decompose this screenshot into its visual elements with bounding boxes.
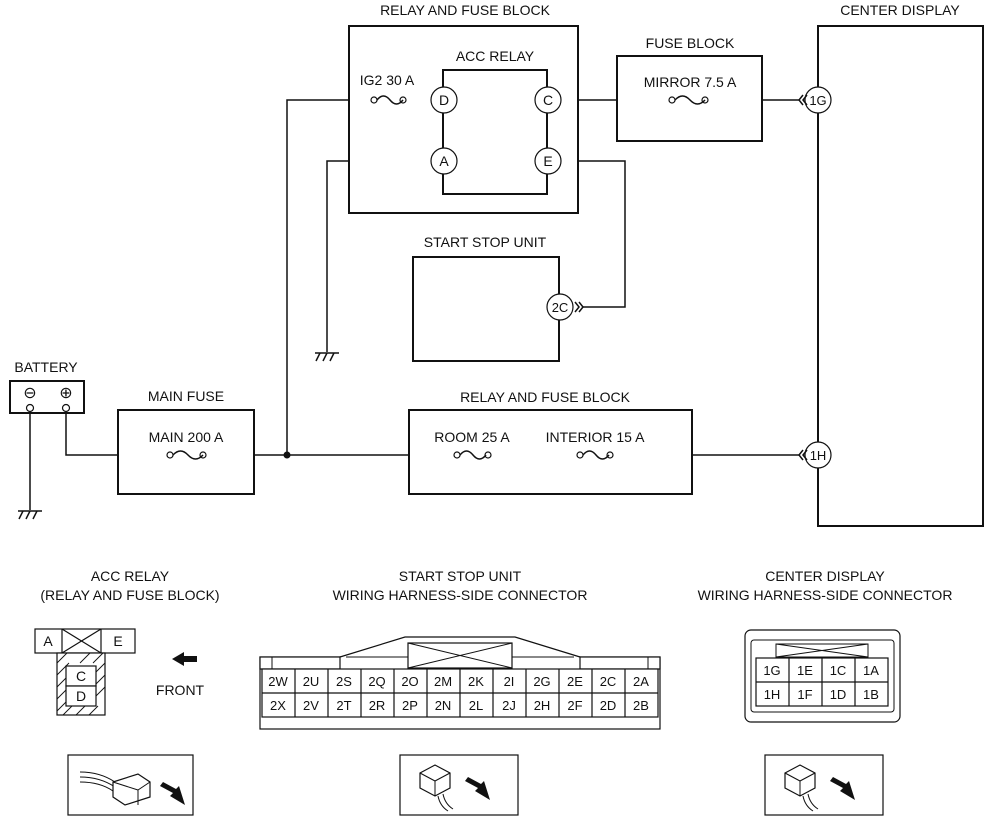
cd-pin: 1E: [797, 663, 813, 678]
ss-pin: 2T: [336, 698, 351, 713]
ss-pin: 2Q: [368, 674, 385, 689]
ground-symbol-relay: [315, 352, 339, 362]
ss-pin: 2R: [369, 698, 386, 713]
ss-pin: 2M: [434, 674, 452, 689]
battery-box: [9, 380, 85, 414]
fuse-room: [453, 450, 492, 460]
battery-title: BATTERY: [14, 359, 78, 375]
start-stop-view-illustration: [399, 754, 519, 816]
battery-positive-symbol: ⊕: [59, 385, 72, 402]
pin-1g-label: 1G: [809, 93, 826, 108]
relay-pin-c: [534, 86, 562, 114]
ss-pin: 2D: [600, 698, 617, 713]
fuse-block-title: FUSE BLOCK: [646, 35, 735, 51]
acc-relay-connector-face: [34, 628, 136, 716]
relay-pin-e-label: E: [543, 153, 552, 169]
battery-negative-symbol: ⊖: [23, 385, 36, 402]
center-display-pins: 1G 1E 1C 1A 1H 1F 1D 1B: [763, 663, 879, 702]
cd-pin: 1G: [763, 663, 780, 678]
pin-1h-label: 1H: [810, 448, 827, 463]
cd-pin: 1B: [863, 687, 879, 702]
cd-pin: 1A: [863, 663, 879, 678]
ss-pin: 2G: [533, 674, 550, 689]
ss-pin: 2A: [633, 674, 649, 689]
ss-pin: 2I: [504, 674, 515, 689]
relay-pin-a: [430, 147, 458, 175]
center-display-title: CENTER DISPLAY: [840, 2, 960, 18]
center-display-connector-title: CENTER DISPLAY: [765, 568, 885, 584]
start-stop-connector-title: START STOP UNIT: [399, 568, 522, 584]
cd-pin: 1F: [797, 687, 812, 702]
ss-pin: 2O: [401, 674, 418, 689]
ss-pin: 2W: [268, 674, 288, 689]
pin-2c-label: 2C: [552, 300, 569, 315]
ss-pin: 2E: [567, 674, 583, 689]
acc-relay-connector-subtitle: (RELAY AND FUSE BLOCK): [40, 587, 219, 603]
center-display-connector-face: [744, 629, 901, 723]
room-fuse-label: ROOM 25 A: [434, 429, 510, 445]
cd-pin: 1H: [764, 687, 781, 702]
relay-pin-d-label: D: [439, 92, 449, 108]
relay-pin-c-label: C: [543, 92, 553, 108]
front-label: FRONT: [156, 682, 205, 698]
ss-pin: 2K: [468, 674, 484, 689]
center-display-box: [817, 25, 984, 527]
ss-pin: 2B: [633, 698, 649, 713]
cd-pin: 1D: [830, 687, 847, 702]
front-arrow-icon: [172, 652, 197, 666]
ss-pin: 2H: [534, 698, 551, 713]
splice-dot: [283, 451, 291, 459]
start-stop-unit-title: START STOP UNIT: [424, 234, 547, 250]
relay-pin-a-label: A: [439, 153, 449, 169]
relay-fuse-block-bottom-title: RELAY AND FUSE BLOCK: [460, 389, 631, 405]
start-stop-connector-subtitle: WIRING HARNESS-SIDE CONNECTOR: [333, 587, 588, 603]
fuse-mirror: [668, 95, 709, 105]
battery-terminal: [61, 403, 71, 413]
start-stop-unit-box: [412, 256, 560, 362]
acc-pin-d: D: [76, 688, 86, 704]
acc-pin-e: E: [113, 633, 122, 649]
ss-pin: 2J: [502, 698, 516, 713]
center-display-connector-subtitle: WIRING HARNESS-SIDE CONNECTOR: [698, 587, 953, 603]
ss-pin: 2V: [303, 698, 319, 713]
acc-pin-c: C: [76, 668, 86, 684]
start-stop-pins: 2W 2U 2S 2Q 2O 2M 2K 2I 2G 2E 2C 2A 2X 2…: [268, 674, 649, 713]
main-fuse-box: [117, 409, 255, 495]
ss-pin: 2L: [469, 698, 483, 713]
cd-pin: 1C: [830, 663, 847, 678]
fuse-main: [166, 450, 207, 460]
main-fuse-label: MAIN 200 A: [149, 429, 224, 445]
center-display-view-illustration: [764, 754, 884, 816]
center-display-pin-1h: [804, 441, 832, 469]
center-display-pin-1g: [804, 86, 832, 114]
relay-fuse-block-top-title: RELAY AND FUSE BLOCK: [380, 2, 551, 18]
acc-pin-a: A: [43, 633, 53, 649]
ground-symbol-battery: [18, 510, 42, 520]
relay-pin-d: [430, 86, 458, 114]
battery-terminal: [25, 403, 35, 413]
main-fuse-title: MAIN FUSE: [148, 388, 224, 404]
start-stop-connector-face: [259, 636, 661, 730]
ss-pin: 2S: [336, 674, 352, 689]
connector-chevrons: [574, 94, 808, 461]
ss-pin: 2N: [435, 698, 452, 713]
start-stop-pin-2c: [546, 293, 574, 321]
fuse-interior: [576, 450, 614, 460]
ss-pin: 2X: [270, 698, 286, 713]
ss-pin: 2P: [402, 698, 418, 713]
acc-relay-box: [442, 69, 548, 195]
acc-relay-connector-title: ACC RELAY: [91, 568, 170, 584]
mirror-fuse-label: MIRROR 7.5 A: [644, 74, 737, 90]
ss-pin: 2U: [303, 674, 320, 689]
ss-pin: 2C: [600, 674, 617, 689]
fuse-ig2: [370, 95, 407, 105]
acc-relay-view-illustration: [67, 754, 194, 816]
ig2-fuse-label: IG2 30 A: [360, 72, 415, 88]
acc-relay-title: ACC RELAY: [456, 48, 535, 64]
interior-fuse-label: INTERIOR 15 A: [546, 429, 645, 445]
ss-pin: 2F: [567, 698, 582, 713]
relay-pin-e: [534, 147, 562, 175]
relay-fuse-block-bottom: [408, 409, 693, 495]
